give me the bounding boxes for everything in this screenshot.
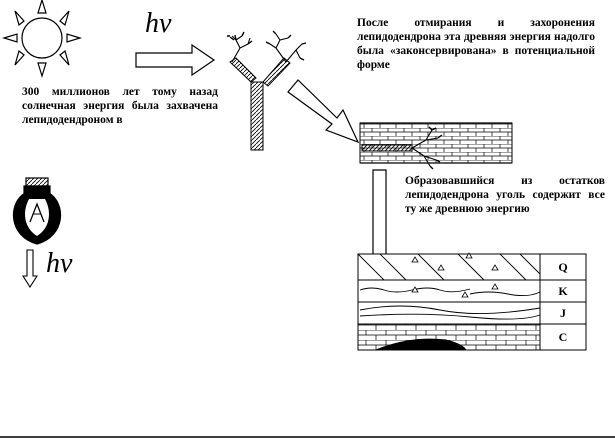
- strata-column: [357, 252, 541, 351]
- coal-caption: Образовавшийся из остатков лепидодендрон…: [405, 175, 605, 215]
- stratum-label-q: Q: [558, 260, 567, 274]
- arrow-light-down: [21, 249, 39, 289]
- lepidodendron-tree: [227, 30, 307, 151]
- burial-caption: После отмирания и захоронения лепидоденд…: [357, 17, 595, 71]
- stratum-label-j: J: [560, 306, 566, 320]
- burial-strata: [359, 122, 513, 164]
- stratum-label-k: K: [558, 284, 568, 298]
- photon-label-bottom: hv: [46, 248, 73, 279]
- arrow-sun-to-plant: [135, 43, 216, 77]
- arrow-plant-to-burial: [287, 79, 360, 144]
- stratum-label-c: C: [559, 330, 568, 344]
- strata-labels: [539, 253, 587, 351]
- sunlight-caption: 300 миллионов лет тому назад солнечная э…: [22, 86, 218, 126]
- buried-lepidodendron: [361, 126, 443, 170]
- photon-label-top: hv: [145, 8, 172, 39]
- light-bulb-icon: [12, 177, 62, 245]
- sun-icon: [1, 0, 83, 79]
